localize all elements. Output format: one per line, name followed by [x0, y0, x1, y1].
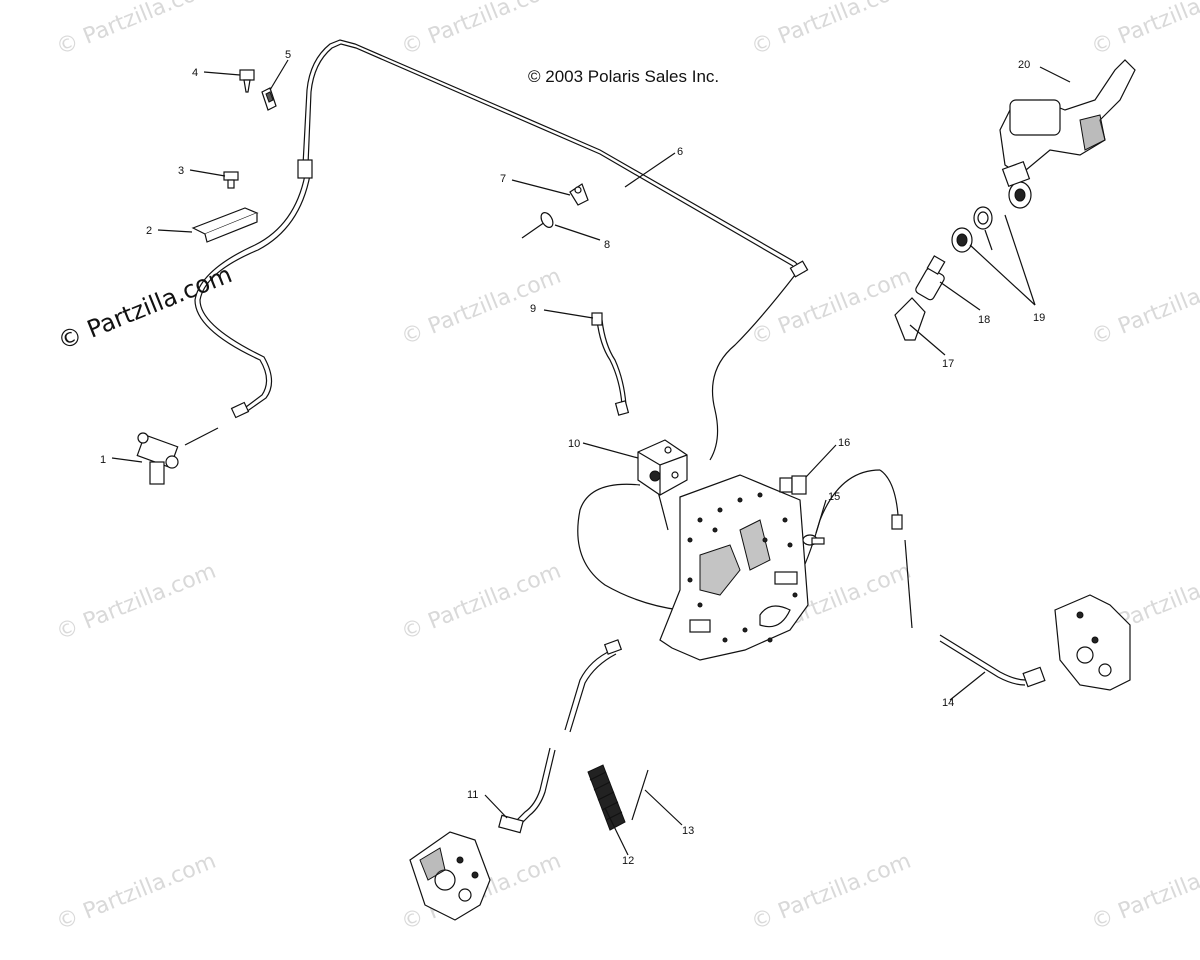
watermark: © Partzilla.com [398, 0, 565, 61]
line-11-top-fitting [603, 639, 623, 655]
watermark: © Partzilla.com [748, 264, 915, 351]
brake-hose-left [194, 174, 306, 411]
part-7-clip [569, 183, 589, 206]
part-19-washers [951, 181, 1032, 253]
part-14-caliper-right [1022, 594, 1131, 691]
part-17-cap [894, 297, 926, 341]
callout-18: 18 [978, 314, 990, 326]
watermark: © Partzilla.com [748, 849, 915, 936]
line-fitting [297, 159, 313, 179]
connector-curve-6-10 [709, 274, 796, 461]
part-3-bolt [223, 171, 239, 189]
watermark: © Partzilla.com [1088, 264, 1200, 351]
part-13-pin [631, 769, 649, 821]
part-9-bottom-fitting [614, 400, 630, 416]
part-15-screw [802, 534, 825, 546]
callout-6: 6 [677, 146, 683, 158]
brake-line-6-inner [307, 43, 794, 267]
caliper-left [409, 831, 491, 921]
part-4-bolt [239, 69, 255, 93]
brake-line-11-lower [514, 747, 551, 823]
part-5-clip [261, 87, 277, 111]
brake-line-11-lower-inner [519, 749, 556, 826]
part-16-plug [779, 475, 807, 495]
callout-labels: 1 2 3 4 5 6 7 8 9 10 11 12 13 14 15 16 1… [100, 49, 1045, 867]
watermark: © Partzilla.com [398, 559, 565, 646]
brake-lines [184, 39, 1026, 826]
callout-17: 17 [942, 358, 954, 370]
callout-10: 10 [568, 438, 580, 450]
part-8-rivet [521, 212, 554, 239]
brake-line-9-inner [601, 319, 627, 406]
callout-16: 16 [838, 437, 850, 449]
callout-19: 19 [1033, 312, 1045, 324]
callout-14: 14 [942, 697, 954, 709]
callout-4: 4 [192, 67, 198, 79]
part-1-junction [136, 432, 179, 485]
copyright-text: © 2003 Polaris Sales Inc. [528, 67, 719, 86]
callout-1: 1 [100, 454, 106, 466]
brake-hose-14-inner [939, 640, 1026, 686]
callout-9: 9 [530, 303, 536, 315]
line-6-fitting [789, 260, 809, 278]
callout-13: 13 [682, 825, 694, 837]
watermark: © Partzilla.com [398, 264, 565, 351]
leader-lines [111, 59, 1071, 856]
part-11-fitting [498, 814, 524, 834]
brake-line-9 [596, 319, 623, 406]
callout-11: 11 [467, 789, 478, 801]
callout-2: 2 [146, 225, 152, 237]
callout-5: 5 [285, 49, 291, 61]
cable-16 [879, 469, 899, 516]
watermark: © Partzilla.com [1088, 849, 1200, 936]
part-2-bracket [191, 207, 259, 243]
callout-8: 8 [604, 239, 610, 251]
watermark: © Partzilla.com [53, 849, 220, 936]
callout-12: 12 [622, 855, 634, 867]
part-20-master-cylinder [999, 59, 1136, 187]
hose-fitting [230, 401, 250, 419]
watermark: © Partzilla.com [53, 0, 220, 61]
mounting-plate [659, 474, 809, 661]
brake-line-11-upper-inner [569, 653, 617, 733]
brake-line-6 [302, 39, 806, 273]
watermark: © Partzilla.com [1088, 0, 1200, 61]
part-18-banjo-bolt [915, 255, 946, 301]
brake-hose-left-inner [199, 174, 311, 413]
callout-15: 15 [828, 491, 840, 503]
callout-3: 3 [178, 165, 184, 177]
right-line-fitting [891, 514, 903, 530]
connector-line-14 [904, 539, 913, 629]
part-9-top-fitting [591, 312, 603, 326]
part-12-spring [587, 764, 626, 831]
callout-20: 20 [1018, 59, 1030, 71]
brake-hose-14 [939, 634, 1026, 681]
brake-line-11-upper [564, 649, 613, 731]
part-10-distribution-block [637, 439, 688, 496]
callout-7: 7 [500, 173, 506, 185]
watermark: © Partzilla.com [53, 559, 220, 646]
indicator-line [184, 427, 219, 446]
watermark: © Partzilla.com [748, 0, 915, 61]
